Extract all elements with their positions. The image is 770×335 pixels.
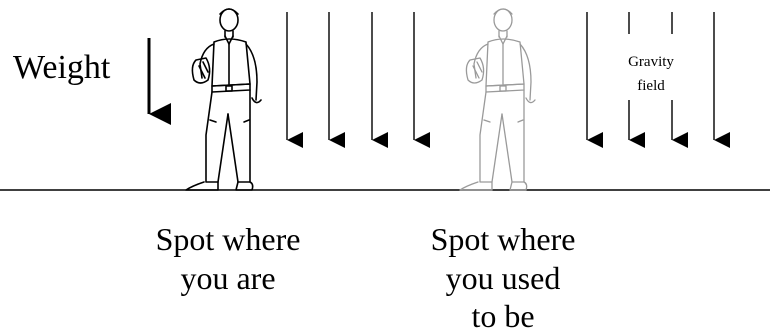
gravity-field-label: Gravity bbox=[628, 54, 674, 70]
gravity-arrows-current bbox=[286, 12, 430, 148]
person-figure-current bbox=[185, 8, 262, 191]
gravity-field-label-line2: field bbox=[637, 78, 665, 94]
weight-label: Weight bbox=[13, 49, 111, 86]
caption-current-line2: you are bbox=[180, 260, 275, 296]
caption-current-line1: Spot where bbox=[156, 221, 301, 257]
gravity-arrows-former bbox=[586, 12, 730, 148]
person-figure-former bbox=[459, 8, 536, 191]
caption-former-line1: Spot where bbox=[431, 221, 576, 257]
caption-former-line2: you used bbox=[446, 260, 561, 296]
caption-former-line3: to be bbox=[471, 298, 534, 334]
